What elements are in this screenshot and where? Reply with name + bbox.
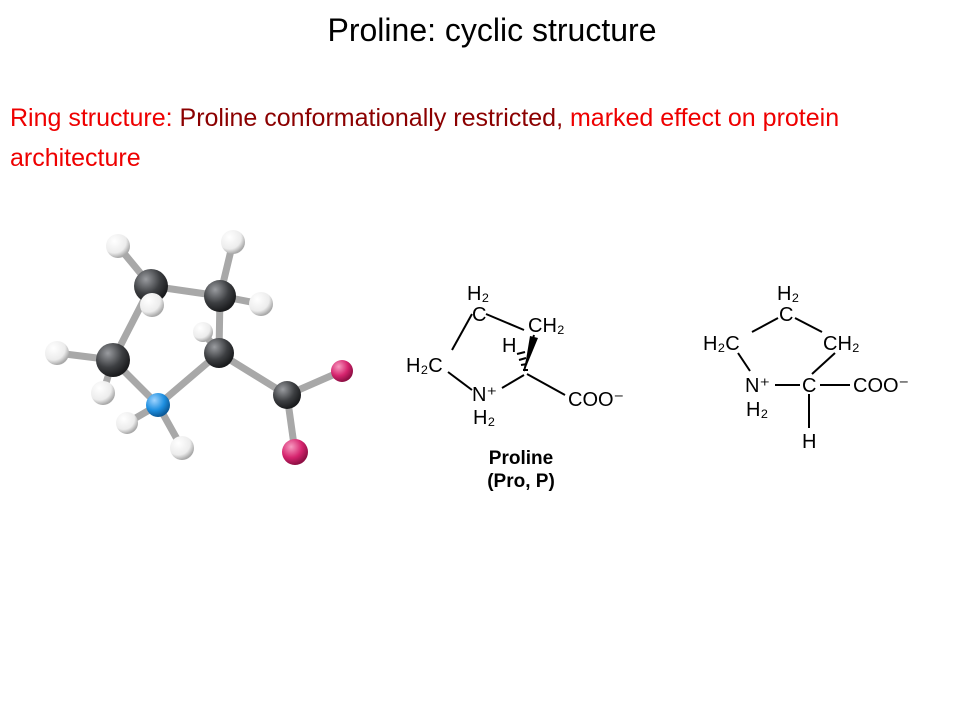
hydrogen-atom — [249, 292, 273, 316]
hydrogen-atom — [91, 381, 115, 405]
flat-c-alpha: C — [802, 375, 816, 397]
hydrogen-atom — [221, 230, 245, 254]
flat-h2-top: H₂ — [777, 283, 799, 305]
hydrogen-atom — [116, 412, 138, 434]
flat-h-bottom: H — [802, 431, 816, 453]
hydrogen-atom — [170, 436, 194, 460]
stereo-h2-n: H₂ — [473, 407, 495, 429]
carbon-atom — [204, 280, 236, 312]
hydrogen-atom — [45, 341, 69, 365]
carbon-atom — [134, 269, 168, 303]
flat-h2-n: H₂ — [746, 399, 768, 421]
stereo-h2c-left: H₂C — [406, 355, 443, 377]
intro-text: Ring structure: Proline conformationally… — [10, 98, 950, 178]
proline-structure-stereo: H₂ C CH₂ H₂C H N⁺ H₂ COO⁻ Proline (Pro, … — [406, 283, 624, 492]
flat-coo: COO⁻ — [853, 375, 909, 397]
flat-c-top: C — [779, 304, 793, 326]
hydrogen-atom — [140, 293, 164, 317]
intro-effect-phrase: marked effect on protein architecture — [10, 104, 840, 172]
stereo-c-top: C — [472, 304, 486, 326]
intro-proline-phrase: Proline conformationally restricted, — [179, 104, 564, 132]
ball-and-stick-atoms — [45, 230, 353, 465]
proline-caption-abbr: (Pro, P) — [487, 471, 555, 492]
nitrogen-atom — [146, 393, 170, 417]
stereo-n-plus: N⁺ — [472, 384, 497, 406]
slide-title: Proline: cyclic structure — [327, 12, 657, 48]
carbon-atom — [96, 343, 130, 377]
flat-h2c-left: H₂C — [703, 333, 740, 355]
ball-and-stick-model — [53, 238, 346, 456]
proline-structure-flat: H₂ C H₂C CH₂ N⁺ H₂ C COO⁻ H — [703, 283, 909, 453]
hydrogen-atom — [106, 234, 130, 258]
stereo-h-alpha: H — [502, 335, 516, 357]
hydrogen-atom — [193, 322, 213, 342]
oxygen-atom — [282, 439, 308, 465]
stereo-h2-top: H₂ — [467, 283, 489, 305]
carbon-atom — [273, 381, 301, 409]
flat-ch2-right: CH₂ — [823, 333, 860, 355]
flat-n-plus: N⁺ — [745, 375, 770, 397]
intro-lead: Ring structure: — [10, 104, 180, 132]
proline-caption-name: Proline — [489, 448, 553, 469]
carbon-atom — [204, 338, 234, 368]
stereo-ch2-right: CH₂ — [528, 315, 565, 337]
oxygen-atom — [331, 360, 353, 382]
stereo-coo: COO⁻ — [568, 389, 624, 411]
